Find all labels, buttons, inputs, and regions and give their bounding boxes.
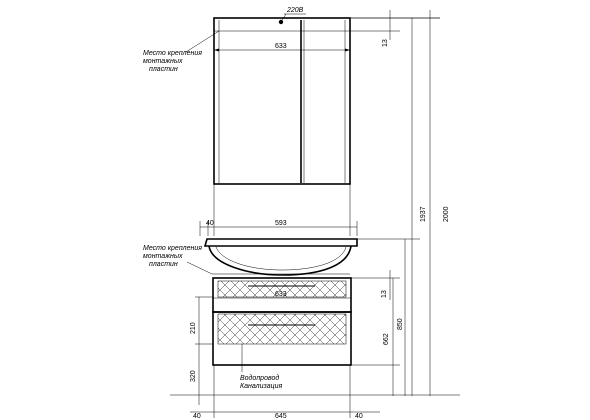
vanity-bottom-drawer [212, 311, 352, 366]
mount-top-line1: Место крепления [143, 50, 202, 57]
dim-cabinet-width: 633 [275, 43, 287, 50]
mount-mid-line1: Место крепления [143, 245, 202, 252]
hatch-zone-upper [217, 280, 347, 298]
dim-cabinet-top-offset: 13 [382, 39, 389, 47]
dim-height-1937: 1937 [420, 206, 427, 222]
mirror-cabinet [213, 17, 351, 185]
dim-height-2000: 2000 [443, 206, 450, 222]
mount-top-line3: пластин [149, 66, 178, 73]
hatch-zone-lower [217, 313, 347, 345]
mount-mid-line2: монтажных [143, 253, 183, 260]
dim-height-850: 850 [397, 318, 404, 330]
cabinet-outline [213, 17, 351, 185]
plumbing-water: Водопровод [240, 374, 279, 382]
sink-basin [203, 238, 358, 276]
dim-vanity-top-offset: 13 [381, 290, 388, 298]
dim-bottom-right: 40 [355, 413, 363, 420]
dim-height-662: 662 [383, 333, 390, 345]
plumbing-sewer: Канализация [240, 383, 282, 390]
dim-height-320: 320 [190, 370, 197, 382]
dim-bottom-mid: 645 [275, 413, 287, 420]
mount-mid-line3: пластин [149, 261, 178, 268]
power-label: 220В [286, 7, 304, 14]
dim-sink-left-offset: 40 [206, 220, 214, 227]
dim-bottom-left: 40 [193, 413, 201, 420]
dim-sink-width: 593 [275, 220, 287, 227]
mount-top-line2: монтажных [143, 58, 183, 65]
dim-height-210: 210 [190, 322, 197, 334]
